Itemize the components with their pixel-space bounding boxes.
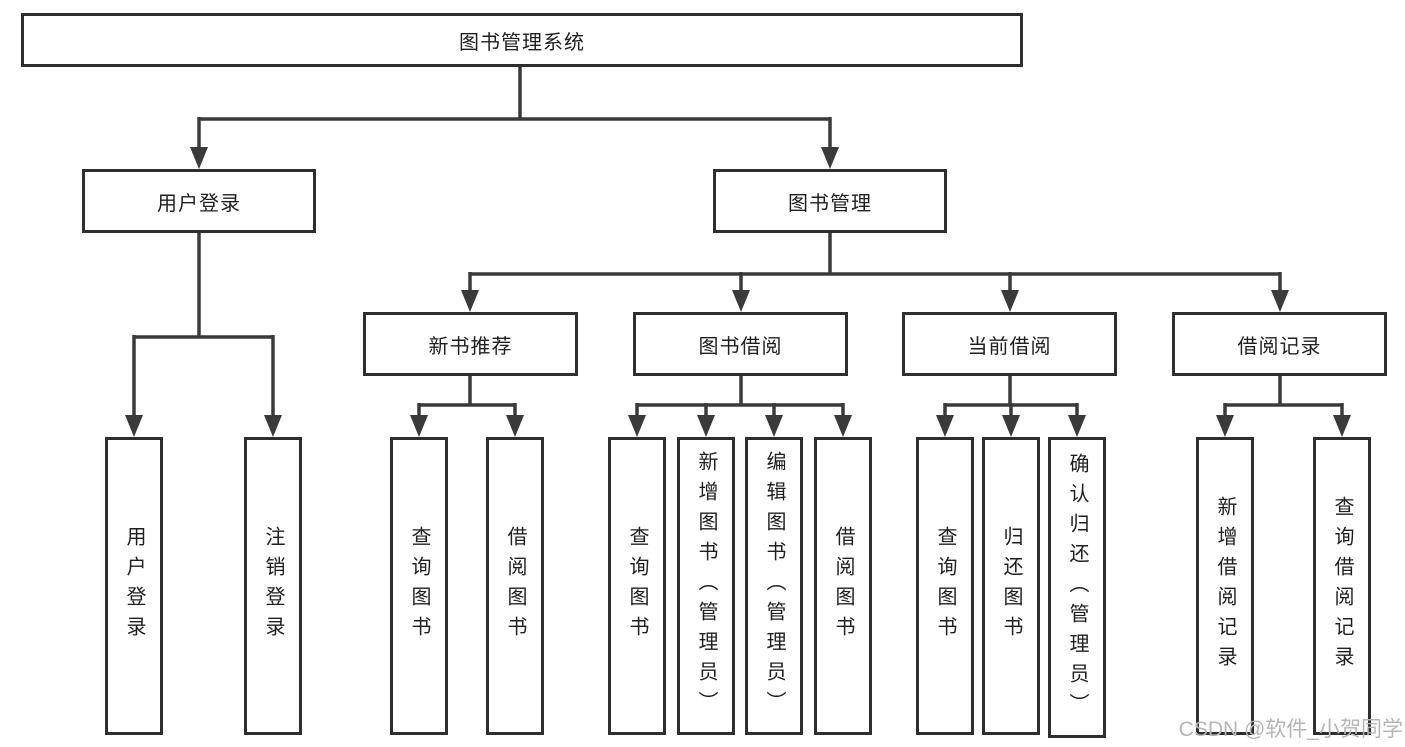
leaf-newbook-borrow-books-label: 借阅图书 (504, 526, 526, 646)
node-borrow-records-label: 借阅记录 (1237, 335, 1322, 358)
leaf-borrow-add-books-admin-label: 新增图书（管理员） (695, 451, 717, 721)
node-borrow-records: 借阅记录 (1172, 312, 1387, 376)
node-user-login-label: 用户登录 (157, 192, 241, 215)
node-current-borrow: 当前借阅 (902, 312, 1117, 376)
node-book-management: 图书管理 (713, 169, 947, 233)
leaf-borrow-query-books-label: 查询图书 (626, 526, 648, 646)
leaf-records-query-record-label: 查询借阅记录 (1331, 496, 1353, 676)
leaf-borrow-edit-books-admin: 编辑图书（管理员） (745, 437, 803, 735)
leaf-newbook-query-books: 查询图书 (390, 437, 448, 735)
node-user-login: 用户登录 (82, 169, 316, 233)
leaf-logout: 注销登录 (244, 437, 302, 735)
leaf-records-add-record-label: 新增借阅记录 (1214, 496, 1236, 676)
leaf-current-confirm-return-admin-label: 确认归还（管理员） (1066, 452, 1088, 723)
leaf-borrow-edit-books-admin-label: 编辑图书（管理员） (763, 451, 785, 721)
node-root: 图书管理系统 (21, 13, 1023, 67)
leaf-logout-label: 注销登录 (262, 526, 284, 646)
node-new-book-recommend-label: 新书推荐 (428, 335, 513, 358)
leaf-borrow-query-books: 查询图书 (608, 437, 666, 735)
leaf-current-query-books: 查询图书 (916, 437, 974, 735)
watermark: CSDN @软件_小贺同学 (1178, 718, 1403, 741)
leaf-current-return-books-label: 归还图书 (1000, 526, 1022, 646)
leaf-current-query-books-label: 查询图书 (934, 526, 956, 646)
leaf-current-confirm-return-admin: 确认归还（管理员） (1048, 437, 1106, 738)
leaf-borrow-borrow-books-label: 借阅图书 (832, 526, 854, 646)
node-book-borrow-label: 图书借阅 (698, 335, 783, 358)
leaf-records-query-record: 查询借阅记录 (1313, 437, 1371, 735)
leaf-newbook-borrow-books: 借阅图书 (486, 437, 544, 735)
leaf-current-return-books: 归还图书 (982, 437, 1040, 735)
leaf-records-add-record: 新增借阅记录 (1196, 437, 1254, 735)
leaf-newbook-query-books-label: 查询图书 (408, 526, 430, 646)
node-root-label: 图书管理系统 (459, 31, 585, 54)
node-book-management-label: 图书管理 (788, 192, 872, 215)
leaf-borrow-borrow-books: 借阅图书 (814, 437, 872, 735)
leaf-borrow-add-books-admin: 新增图书（管理员） (677, 437, 735, 735)
leaf-user-login: 用户登录 (105, 437, 163, 735)
leaf-user-login-label: 用户登录 (123, 526, 145, 646)
node-book-borrow: 图书借阅 (633, 312, 848, 376)
node-new-book-recommend: 新书推荐 (363, 312, 578, 376)
node-current-borrow-label: 当前借阅 (967, 335, 1052, 358)
